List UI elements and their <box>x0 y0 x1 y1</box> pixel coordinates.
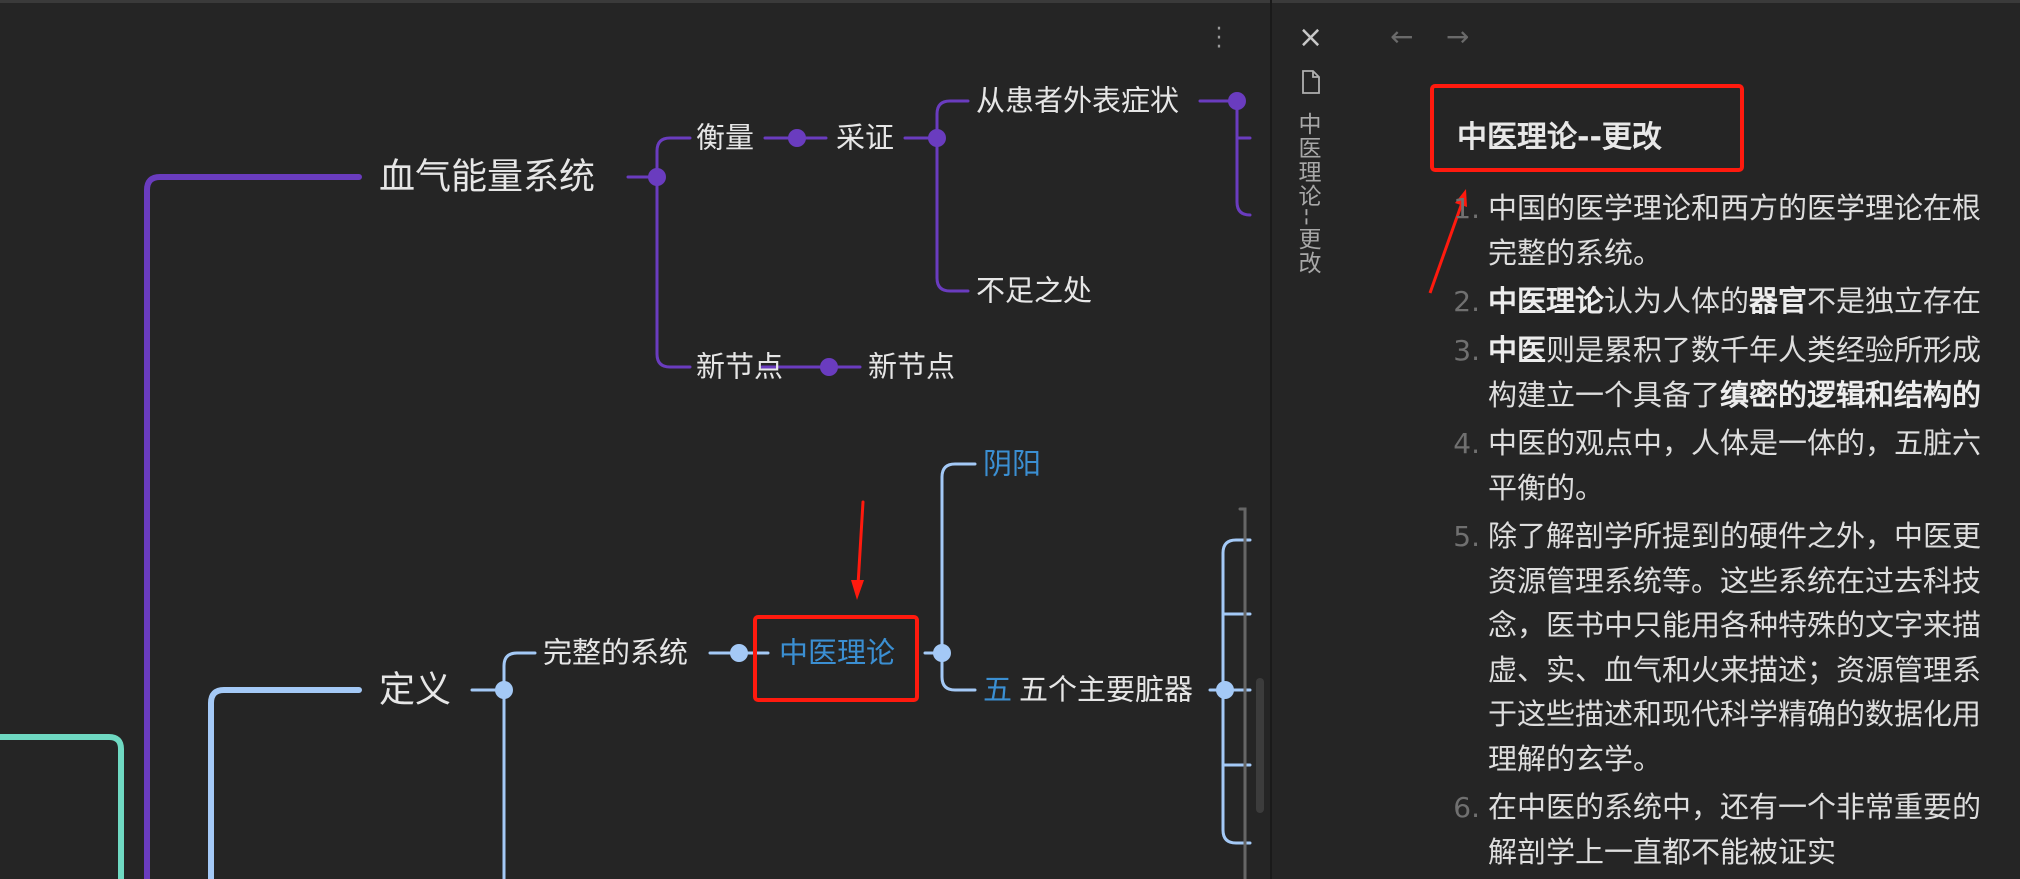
node-evidence[interactable]: 采证 <box>836 120 895 155</box>
list-number: 5. <box>1453 520 1480 553</box>
text: 除了解剖学所提到的硬件之外，中医更 <box>1488 519 1982 553</box>
annotation-highlight-box <box>1430 84 1744 172</box>
bold-text: 缜密的逻辑和结构的 <box>1720 377 1982 412</box>
blue-node-dot <box>1216 681 1234 699</box>
purple-node-dot <box>820 358 838 376</box>
bold-text: 器官 <box>1749 284 1808 318</box>
mindmap-canvas[interactable]: ··· 血气能量系统 衡量 采证 从患者外表症状 不足之处 新节点 新节点 定义… <box>0 3 1270 879</box>
text: 虚、实、血气和火来描述；资源管理系 <box>1488 652 1982 687</box>
list-line: 解剖学上一直都不能被证实 <box>1488 830 2020 875</box>
note-title: 中医理论--更改 <box>1457 120 1662 155</box>
list-item: 1.中国的医学理论和西方的医学理论在根完整的系统。 <box>1432 186 2020 275</box>
node-five-prefix: 五 <box>983 672 1013 707</box>
node-five-organs[interactable]: 五个主要脏器 <box>1019 672 1194 707</box>
text: 资源管理系统等。这些系统在过去科技 <box>1488 563 1982 598</box>
purple-node-dot <box>648 168 666 186</box>
text: 不是独立存在 <box>1807 284 1982 318</box>
list-number: 2. <box>1453 285 1480 318</box>
text: 构建立一个具备了 <box>1488 377 1721 412</box>
node-new-2[interactable]: 新节点 <box>868 349 956 384</box>
text: 念，医书中只能用各种特殊的文字来描 <box>1488 608 1982 642</box>
blue-node-dot <box>495 681 513 699</box>
list-item: 4.中医的观点中，人体是一体的，五脏六平衡的。 <box>1432 421 2020 510</box>
annotation-arrow <box>1428 189 1467 294</box>
list-line: 构建立一个具备了缜密的逻辑和结构的 <box>1488 373 2020 418</box>
node-definition[interactable]: 定义 <box>379 669 452 711</box>
list-item: 3.中医则是累积了数千年人类经验所形成构建立一个具备了缜密的逻辑和结构的 <box>1432 328 2020 417</box>
list-number: 6. <box>1453 791 1480 824</box>
list-line: 资源管理系统等。这些系统在过去科技 <box>1488 559 2020 604</box>
node-from-symptoms[interactable]: 从患者外表症状 <box>976 83 1180 118</box>
list-line: 中医则是累积了数千年人类经验所形成 <box>1488 328 2020 373</box>
text: 则是累积了数千年人类经验所形成 <box>1546 333 1982 367</box>
file-icon <box>1302 70 1320 94</box>
annotation-arrow <box>856 500 865 587</box>
text: 解剖学上一直都不能被证实 <box>1488 834 1837 869</box>
purple-node-dot <box>788 129 806 147</box>
node-shortcomings[interactable]: 不足之处 <box>976 273 1093 308</box>
purple-main-line <box>144 174 362 879</box>
purple-node-dot <box>928 129 946 147</box>
list-item: 2.中医理论认为人体的器官不是独立存在 <box>1432 279 2020 324</box>
note-list: 1.中国的医学理论和西方的医学理论在根完整的系统。2.中医理论认为人体的器官不是… <box>1432 186 2020 878</box>
annotation-highlight-box <box>753 615 919 702</box>
close-icon[interactable]: × <box>1298 20 1324 55</box>
list-line: 中医的观点中，人体是一体的，五脏六 <box>1488 421 2020 466</box>
text: 中国的医学理论和西方的医学理论在根 <box>1488 191 1982 225</box>
mindmap-scrollbar <box>1256 678 1264 813</box>
list-line: 平衡的。 <box>1488 466 2020 511</box>
back-arrow-icon[interactable]: ← <box>1390 20 1414 53</box>
list-line: 完整的系统。 <box>1488 231 2020 276</box>
text: 在中医的系统中，还有一个非常重要的 <box>1488 790 1982 824</box>
mindmap-connectors <box>0 92 1264 879</box>
list-number: 4. <box>1453 427 1480 460</box>
vertical-note-title: 中医理论--更改 <box>1294 112 1320 275</box>
bold-text: 中医理论 <box>1488 284 1605 318</box>
node-new-1[interactable]: 新节点 <box>696 349 784 384</box>
blue-main-line <box>208 687 362 879</box>
text: 平衡的。 <box>1488 470 1605 505</box>
blue-node-dot <box>933 644 951 662</box>
node-tcm-theory[interactable]: 中医理论 <box>779 635 896 670</box>
bold-text: 中医 <box>1488 333 1547 367</box>
list-line: 中医理论认为人体的器官不是独立存在 <box>1488 279 2020 324</box>
blue-node-dot <box>730 644 748 662</box>
more-vertical-icon[interactable]: ··· <box>1215 17 1223 60</box>
list-item: 5.除了解剖学所提到的硬件之外，中医更资源管理系统等。这些系统在过去科技念，医书… <box>1432 514 2020 781</box>
list-number: 3. <box>1453 334 1480 367</box>
text: 理解的玄学。 <box>1488 741 1663 776</box>
list-line: 中国的医学理论和西方的医学理论在根 <box>1488 186 2020 231</box>
node-yin-yang[interactable]: 阴阳 <box>983 446 1042 481</box>
window-top-border <box>0 0 2020 3</box>
node-measure[interactable]: 衡量 <box>696 120 755 155</box>
text: 于这些描述和现代科学精确的数据化用 <box>1488 697 1982 731</box>
forward-arrow-icon[interactable]: → <box>1446 20 1470 53</box>
note-side-panel: × ← → 中医理论--更改 中医理论--更改 1.中国的医学理论和西方的医学理… <box>1272 0 2020 879</box>
text: 认为人体的 <box>1604 284 1750 318</box>
list-line: 理解的玄学。 <box>1488 737 2020 782</box>
teal-branch-line <box>0 734 124 879</box>
list-line: 念，医书中只能用各种特殊的文字来描 <box>1488 603 2020 648</box>
list-item: 6.在中医的系统中，还有一个非常重要的解剖学上一直都不能被证实 <box>1432 785 2020 874</box>
purple-node-dot <box>1228 92 1246 110</box>
panel-divider[interactable] <box>1270 0 1272 879</box>
node-blood-qi-system[interactable]: 血气能量系统 <box>379 156 596 198</box>
text: 完整的系统。 <box>1488 235 1663 270</box>
node-complete-system[interactable]: 完整的系统 <box>543 635 689 670</box>
list-line: 在中医的系统中，还有一个非常重要的 <box>1488 785 2020 830</box>
list-number: 1. <box>1453 192 1480 225</box>
list-line: 除了解剖学所提到的硬件之外，中医更 <box>1488 514 2020 559</box>
list-line: 虚、实、血气和火来描述；资源管理系 <box>1488 648 2020 693</box>
list-line: 于这些描述和现代科学精确的数据化用 <box>1488 692 2020 737</box>
text: 中医的观点中，人体是一体的，五脏六 <box>1488 426 1982 460</box>
